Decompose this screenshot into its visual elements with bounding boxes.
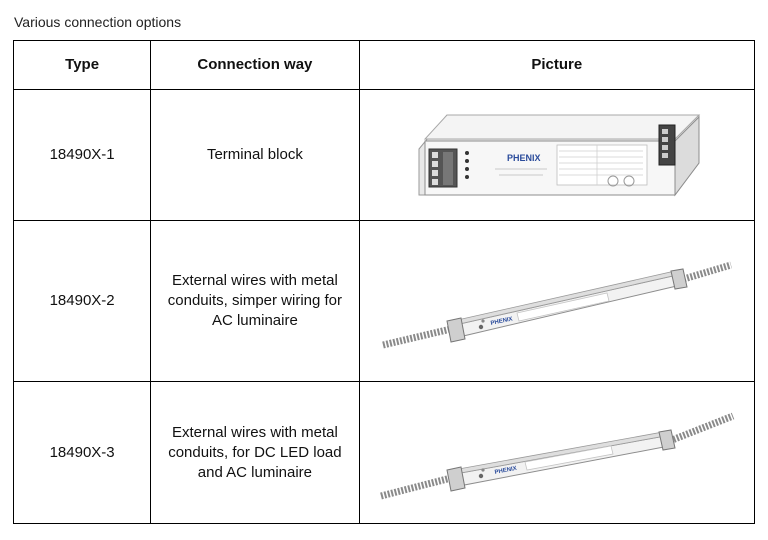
connection-cell: Terminal block	[150, 89, 360, 221]
brand-logo: PHENIX	[494, 465, 517, 475]
terminal-block-driver-image: PHENIX	[418, 114, 700, 197]
header-connection-way: Connection way	[150, 40, 360, 90]
caption: Various connection options	[14, 14, 182, 30]
brand-logo: PHENIX	[490, 316, 513, 327]
table-row: 18490X-2 External wires with metal condu…	[12, 220, 756, 382]
type-cell: 18490X-1	[12, 89, 152, 221]
picture-cell: PHENIX	[358, 220, 756, 382]
connection-cell: External wires with metal conduits, simp…	[150, 220, 360, 382]
conduit-driver-dc-image: PHENIX	[379, 412, 735, 499]
header-picture: Picture	[358, 40, 756, 90]
header-type: Type	[12, 40, 152, 90]
connection-cell: External wires with metal conduits, for …	[150, 381, 360, 524]
picture-cell: PHENIX	[358, 89, 756, 221]
table-row: 18490X-3 External wires with metal condu…	[12, 381, 756, 524]
type-cell: 18490X-3	[12, 381, 152, 524]
conduit-driver-ac-image: PHENIX	[381, 261, 732, 349]
header-row: Type Connection way Picture	[12, 40, 756, 90]
picture-cell: PHENIX	[358, 381, 756, 524]
connection-options-table: Type Connection way Picture 18490X-1 Ter…	[12, 40, 756, 524]
brand-logo: PHENIX	[507, 153, 541, 163]
table-row: 18490X-1 Terminal block	[12, 89, 756, 221]
type-cell: 18490X-2	[12, 220, 152, 382]
